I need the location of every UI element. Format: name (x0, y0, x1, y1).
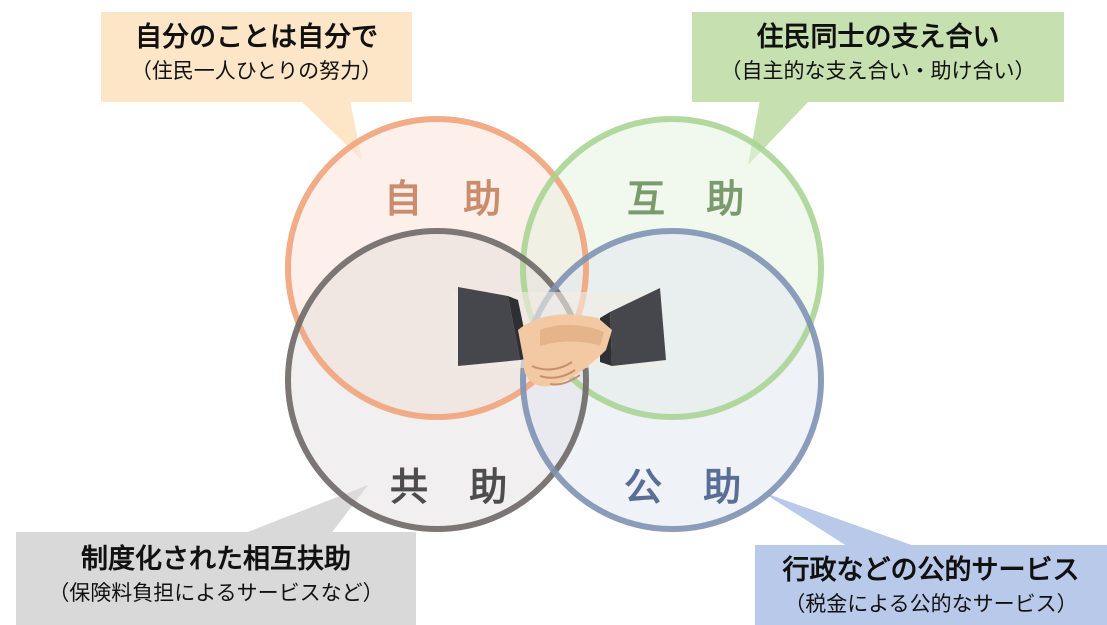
circle-jijo (285, 116, 589, 420)
callout-kyojo-subtitle: （保険料負担によるサービスなど） (48, 581, 384, 605)
callout-jijo: 自分のことは自分で （住民一人ひとりの努力） (101, 12, 412, 102)
callout-kyojo: 制度化された相互扶助 （保険料負担によるサービスなど） (16, 532, 416, 625)
circle-label-jijo: 自 助 (384, 177, 516, 221)
callout-kojo-subtitle: （税金による公的なサービス） (784, 592, 1078, 616)
callout-jijo-subtitle: （住民一人ひとりの努力） (130, 59, 383, 83)
callout-tail-jijo (300, 100, 362, 160)
callout-jijo-title: 自分のことは自分で (135, 22, 378, 53)
callout-kojo: 行政などの公的サービス （税金による公的なサービス） (755, 545, 1107, 625)
callout-gojo-subtitle: （自主的な支え合い・助け合い） (720, 59, 1036, 83)
callout-kyojo-title: 制度化された相互扶助 (81, 544, 351, 575)
callout-tail-kojo (762, 492, 920, 548)
callout-kojo-title: 行政などの公的サービス (782, 555, 1080, 586)
callout-gojo-title: 住民同士の支え合い (756, 22, 1000, 53)
circle-label-gojo: 互 助 (627, 177, 759, 221)
circle-gojo (520, 116, 824, 420)
callout-gojo: 住民同士の支え合い （自主的な支え合い・助け合い） (692, 12, 1064, 102)
circle-kojo (520, 228, 824, 532)
circle-label-kojo: 公 助 (624, 465, 756, 509)
handshake-icon (452, 287, 666, 387)
callout-tail-kyojo (240, 485, 368, 535)
circle-kyojo (285, 228, 589, 532)
circle-label-kyojo: 共 助 (390, 465, 522, 509)
